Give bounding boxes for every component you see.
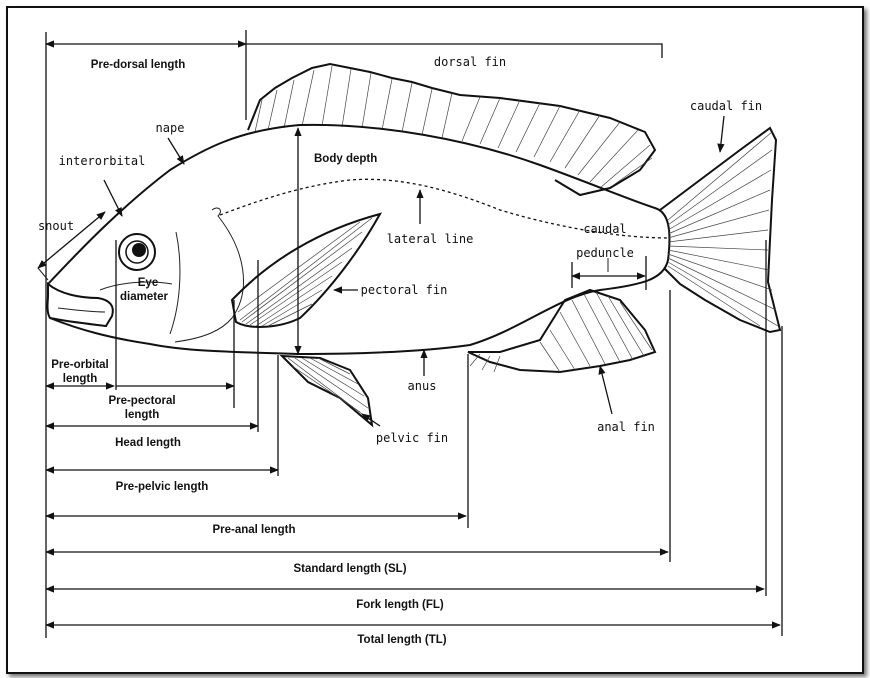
label-pre-orbital-2: length [63, 373, 98, 385]
label-pre-pelvic-length: Pre-pelvic length [116, 481, 209, 493]
anal-fin [467, 288, 657, 374]
label-anal-fin: anal fin [597, 420, 655, 434]
dorsal-fin [247, 62, 657, 197]
label-dorsal-fin: dorsal fin [434, 55, 506, 69]
label-pre-orbital-1: Pre-orbital [51, 359, 109, 371]
label-standard-length: Standard length (SL) [293, 563, 406, 575]
label-pre-dorsal-length: Pre-dorsal length [91, 59, 186, 71]
label-total-length: Total length (TL) [357, 634, 446, 646]
labels: Pre-dorsal length dorsal fin caudal fin … [38, 55, 762, 646]
operculum [174, 207, 244, 343]
label-pectoral-fin: pectoral fin [361, 283, 448, 297]
anal-pointer [598, 365, 613, 415]
caudal-pointer [717, 115, 725, 153]
dorsal-spines [254, 65, 653, 189]
label-head-length: Head length [115, 437, 181, 449]
label-pre-pectoral-1: Pre-pectoral [108, 395, 175, 407]
pelvic-fin-rays [287, 357, 371, 421]
lateral-line [219, 178, 671, 239]
label-eye-diameter-2: diameter [120, 291, 168, 303]
label-nape: nape [156, 121, 185, 135]
label-anus: anus [408, 379, 437, 393]
pelvic-fin [279, 354, 374, 428]
label-lateral-line: lateral line [387, 232, 474, 246]
label-pelvic-fin: pelvic fin [376, 431, 448, 445]
label-fork-length: Fork length (FL) [356, 599, 444, 611]
label-body-depth: Body depth [314, 153, 377, 165]
label-caudal-peduncle-1: caudal [583, 222, 626, 236]
label-pre-anal-length: Pre-anal length [212, 524, 295, 536]
mouth [46, 281, 114, 328]
label-interorbital: interorbital [59, 154, 146, 168]
fish-body-outline [47, 123, 671, 356]
label-pre-pectoral-2: length [125, 409, 160, 421]
label-snout: snout [38, 219, 74, 233]
pectoral-fin [230, 212, 383, 328]
measurement-lines [37, 30, 783, 638]
anal-fin-rays [469, 291, 653, 373]
fish-illustration [46, 62, 782, 428]
label-caudal-peduncle-2: peduncle [576, 246, 634, 260]
label-caudal-fin: caudal fin [690, 99, 762, 113]
pelvic-pointer [361, 413, 381, 427]
caudal-fin-rays [667, 131, 779, 327]
caudal-fin [659, 126, 782, 334]
diagram-frame [6, 6, 864, 674]
label-eye-diameter-1: Eye [138, 277, 158, 289]
